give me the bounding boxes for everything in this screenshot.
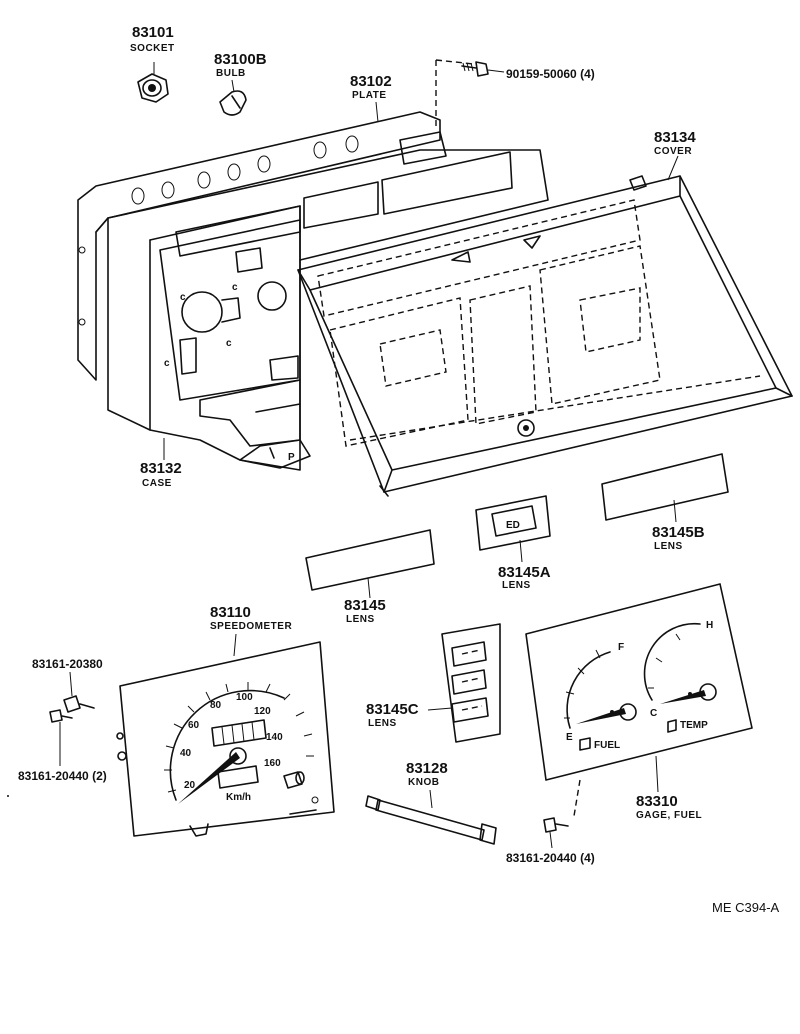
gage-name: GAGE, FUEL — [636, 810, 702, 821]
lens-c-part — [441, 623, 501, 743]
screw-speedo-top-label: 83161-20380 — [32, 657, 103, 671]
screw-speedo-top — [63, 695, 95, 713]
screw-gage-label: 83161-20440 (4) — [506, 851, 595, 865]
case-number: 83132 — [140, 460, 182, 477]
bulb-number: 83100B — [214, 51, 267, 68]
speedo-dial-40: 40 — [180, 748, 192, 759]
cover-number: 83134 — [654, 129, 696, 146]
cover-part — [297, 175, 793, 497]
lens-b-part — [601, 453, 729, 521]
speedo-dial-120: 120 — [254, 706, 271, 717]
lens-c-name: LENS — [368, 718, 397, 729]
temp-hot-label: H — [706, 620, 713, 631]
knob-number: 83128 — [406, 760, 448, 777]
lens-number: 83145 — [344, 597, 386, 614]
fuel-empty-label: E — [566, 732, 573, 743]
speedo-name: SPEEDOMETER — [210, 621, 292, 632]
cover-name: COVER — [654, 146, 692, 157]
case-name: CASE — [142, 478, 172, 489]
lens-part — [305, 529, 435, 591]
screw-gage-part — [543, 817, 569, 833]
speedo-dial-140: 140 — [266, 732, 283, 743]
screw-top-label: 90159-50060 (4) — [506, 67, 595, 81]
socket-part — [137, 62, 169, 103]
svg-text:c: c — [164, 358, 170, 369]
speedo-number: 83110 — [210, 604, 251, 621]
bulb-name: BULB — [216, 68, 246, 79]
socket-number: 83101 — [132, 24, 174, 41]
temp-label: TEMP — [680, 720, 708, 731]
lens-a-name: LENS — [502, 580, 531, 591]
screw-speedo-bottom-label: 83161-20440 (2) — [18, 769, 107, 783]
svg-text:c: c — [226, 338, 232, 349]
bulb-part — [219, 79, 247, 116]
speedo-unit: Km/h — [226, 792, 251, 803]
reference-code: ME C394-A — [712, 900, 780, 915]
speedo-dial-80: 80 — [210, 700, 222, 711]
gage-number: 83310 — [636, 793, 678, 810]
knob-name: KNOB — [408, 777, 439, 788]
speedo-dial-60: 60 — [188, 720, 200, 731]
speedo-dial-100: 100 — [236, 692, 253, 703]
fuel-full-label: F — [618, 642, 624, 653]
case-assembly: c c c c P — [77, 111, 549, 471]
lens-b-number: 83145B — [652, 524, 705, 541]
lens-b-name: LENS — [654, 541, 683, 552]
lens-a-part: ED — [475, 495, 551, 551]
svg-text:P: P — [288, 452, 295, 463]
temp-cold-label: C — [650, 708, 657, 719]
speedo-dial-20: 20 — [184, 780, 196, 791]
svg-text:c: c — [180, 292, 186, 303]
svg-text:c: c — [232, 282, 238, 293]
plate-number: 83102 — [350, 73, 392, 90]
speedo-dial-160: 160 — [264, 758, 281, 769]
gage-fuel-part: F E FUEL H C TEMP — [525, 583, 753, 817]
fuel-label: FUEL — [594, 740, 620, 751]
socket-name: SOCKET — [130, 43, 175, 54]
lens-name: LENS — [346, 614, 375, 625]
speedometer-part: 20 40 60 80 100 120 140 160 Km/h — [116, 641, 335, 837]
lens-a-text: ED — [506, 520, 520, 531]
plate-name: PLATE — [352, 90, 387, 101]
knob-part — [365, 795, 497, 845]
lens-a-number: 83145A — [498, 564, 551, 581]
lens-c-number: 83145C — [366, 701, 419, 718]
screw-speedo-bottom — [49, 709, 73, 723]
